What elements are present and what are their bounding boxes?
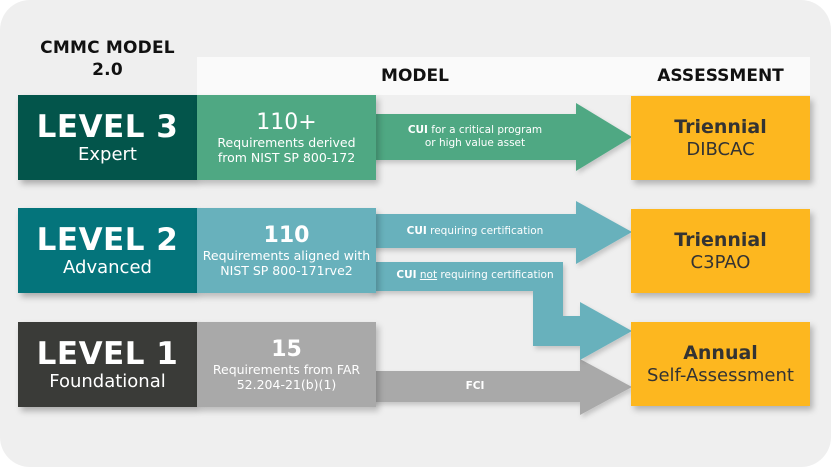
level-subtitle: Advanced (63, 256, 152, 278)
requirement-count: 15 (271, 336, 302, 362)
level-1-requirements: 15 Requirements from FAR 52.204-21(b)(1) (197, 322, 376, 407)
arrow-label-level3: CUI for a critical program or high value… (380, 124, 570, 150)
level-subtitle: Foundational (49, 370, 166, 392)
level-subtitle: Expert (78, 143, 137, 165)
level-3-box: LEVEL 3 Expert (18, 95, 197, 180)
requirement-desc-line-2: 52.204-21(b)(1) (236, 376, 337, 392)
requirement-count: 110+ (256, 109, 317, 135)
assessment-assessor: DIBCAC (686, 138, 755, 160)
assessment-assessor: C3PAO (690, 251, 751, 273)
requirement-desc-line-2: from NIST SP 800-172 (217, 149, 356, 165)
arrow-label-level1: FCI (380, 380, 570, 393)
arrow-label-level2-certification: CUI requiring certification (380, 225, 570, 238)
diagram-title: CMMC MODEL 2.0 (18, 37, 197, 81)
arrow-label-prefix: CUI (396, 269, 417, 281)
arrow-level2-cui-not-certification (370, 262, 632, 360)
arrow-label-prefix: FCI (465, 380, 485, 392)
arrow-level3-cui-critical (370, 103, 632, 171)
arrow-level1-fci (370, 359, 632, 415)
requirement-desc-line-2: NIST SP 800-171rve2 (220, 262, 353, 278)
arrow-label-underlined: not (419, 269, 438, 281)
arrow-label-text: requiring certification (437, 269, 554, 281)
arrow-label-prefix: CUI (406, 225, 427, 237)
assessment-assessor: Self-Assessment (647, 364, 794, 386)
assessment-frequency: Triennial (674, 228, 767, 251)
arrow-label-prefix: CUI (407, 124, 428, 136)
arrow-label-level2-not-certification: CUI not requiring certification (380, 269, 570, 282)
arrow-label-text: requiring certification (426, 225, 544, 237)
requirement-desc-line-1: Requirements aligned with (202, 247, 371, 263)
arrow-level2-cui-certification (370, 201, 632, 264)
assessment-frequency: Triennial (674, 115, 767, 138)
level-2-requirements: 110 Requirements aligned with NIST SP 80… (197, 208, 376, 293)
assessment-box-self-assessment: Annual Self-Assessment (631, 322, 810, 406)
assessment-box-c3pao: Triennial C3PAO (631, 209, 810, 293)
arrow-label-text: for a critical program (427, 124, 543, 136)
assessment-box-dibcac: Triennial DIBCAC (631, 96, 810, 180)
level-1-box: LEVEL 1 Foundational (18, 322, 197, 407)
header-band (197, 57, 810, 95)
arrow-label-text-line2: or high value asset (424, 137, 526, 149)
level-3-requirements: 110+ Requirements derived from NIST SP 8… (197, 95, 376, 180)
assessment-frequency: Annual (683, 341, 758, 364)
title-line-2: 2.0 (92, 60, 123, 80)
level-2-box: LEVEL 2 Advanced (18, 208, 197, 293)
level-name: LEVEL 2 (36, 221, 179, 258)
assessment-header: ASSESSMENT (657, 66, 784, 86)
requirement-count: 110 (263, 222, 310, 248)
level-name: LEVEL 3 (36, 108, 179, 145)
level-name: LEVEL 1 (36, 335, 179, 372)
requirement-desc-line-1: Requirements from FAR (212, 361, 361, 377)
title-line-1: CMMC MODEL (40, 38, 175, 58)
model-header: MODEL (381, 66, 449, 86)
requirement-desc-line-1: Requirements derived (217, 134, 356, 150)
